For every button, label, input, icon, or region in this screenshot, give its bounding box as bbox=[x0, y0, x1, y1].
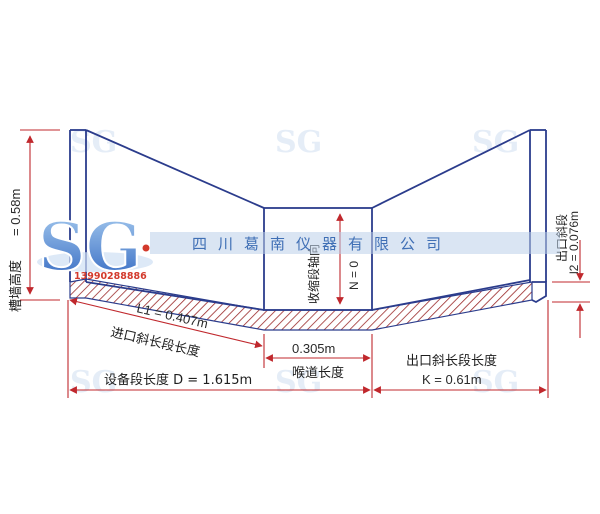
contraction-axis-label: 收缩段轴向 bbox=[306, 244, 321, 304]
watermark-background: SG SG SG SG SG SG bbox=[70, 125, 519, 400]
phone-number: 13990288886 bbox=[74, 271, 147, 282]
throat-label: 喉道长度 bbox=[292, 365, 344, 381]
company-watermark: 四川葛南仪器有限公司 bbox=[150, 232, 560, 254]
svg-text:SG: SG bbox=[275, 365, 322, 400]
throat-value: 0.305m bbox=[292, 341, 335, 356]
svg-text:SG: SG bbox=[70, 365, 117, 400]
svg-text:SG: SG bbox=[275, 125, 322, 160]
company-name: 四川葛南仪器有限公司 bbox=[192, 235, 452, 253]
outlet-length-label: 出口斜长段长度 bbox=[406, 353, 497, 369]
sg-logo: SG 13990288886 bbox=[37, 207, 153, 287]
inlet-slope-label: 进口斜长段长度 bbox=[109, 324, 201, 360]
logo-dot-icon bbox=[142, 244, 150, 252]
contraction-axis-value: N = 0 bbox=[347, 261, 361, 290]
outlet-length-value: K = 0.61m bbox=[422, 372, 482, 387]
wall-height-label: 槽墙高度 bbox=[8, 260, 24, 312]
dimension-lines bbox=[20, 129, 590, 398]
device-length: 设备段长度 D = 1.615m bbox=[104, 372, 252, 388]
outlet-drop-value: l2 = 0.076m bbox=[567, 211, 581, 274]
sg-logo-text: SG bbox=[38, 208, 142, 286]
svg-text:SG: SG bbox=[472, 365, 519, 400]
wall-height-value: = 0.58m bbox=[8, 189, 23, 236]
